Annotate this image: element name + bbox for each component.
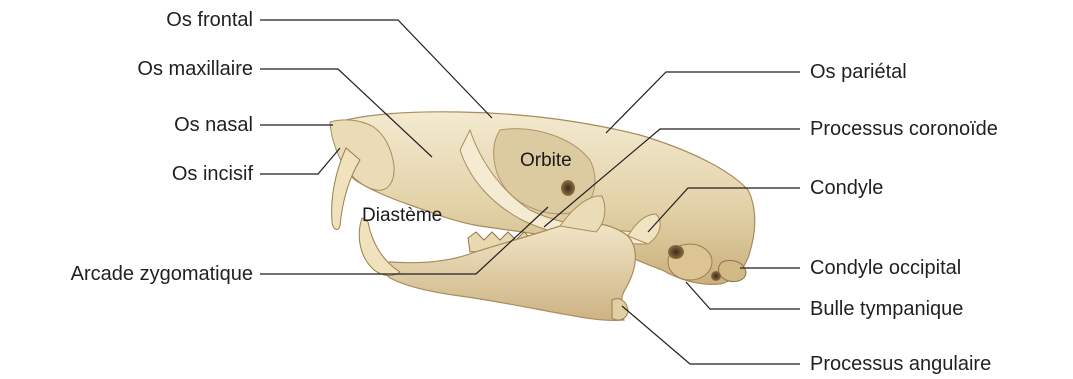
label-os-incisif: Os incisif <box>172 163 253 185</box>
label-os-parietal: Os pariétal <box>810 61 907 83</box>
label-diasteme: Diastème <box>362 205 442 227</box>
label-condyle: Condyle <box>810 177 883 199</box>
leader-bulle <box>686 282 800 309</box>
label-os-nasal: Os nasal <box>174 114 253 136</box>
label-processus-coronoide: Processus coronoïde <box>810 118 998 140</box>
leader-incisif <box>260 148 340 174</box>
label-orbite: Orbite <box>520 150 572 172</box>
orbit-foramen <box>561 180 575 196</box>
label-bulle-tympanique: Bulle tympanique <box>810 298 963 320</box>
label-os-maxillaire: Os maxillaire <box>137 58 253 80</box>
leader-parietal <box>606 72 800 133</box>
auditory-opening <box>668 245 684 259</box>
label-arcade-zygomatique: Arcade zygomatique <box>71 263 253 285</box>
label-processus-angulaire: Processus angulaire <box>810 353 991 375</box>
occipital-foramen <box>711 271 721 281</box>
label-condyle-occipital: Condyle occipital <box>810 257 961 279</box>
label-os-frontal: Os frontal <box>166 9 253 31</box>
leader-angulaire <box>622 306 800 364</box>
upper-incisor <box>332 148 360 229</box>
